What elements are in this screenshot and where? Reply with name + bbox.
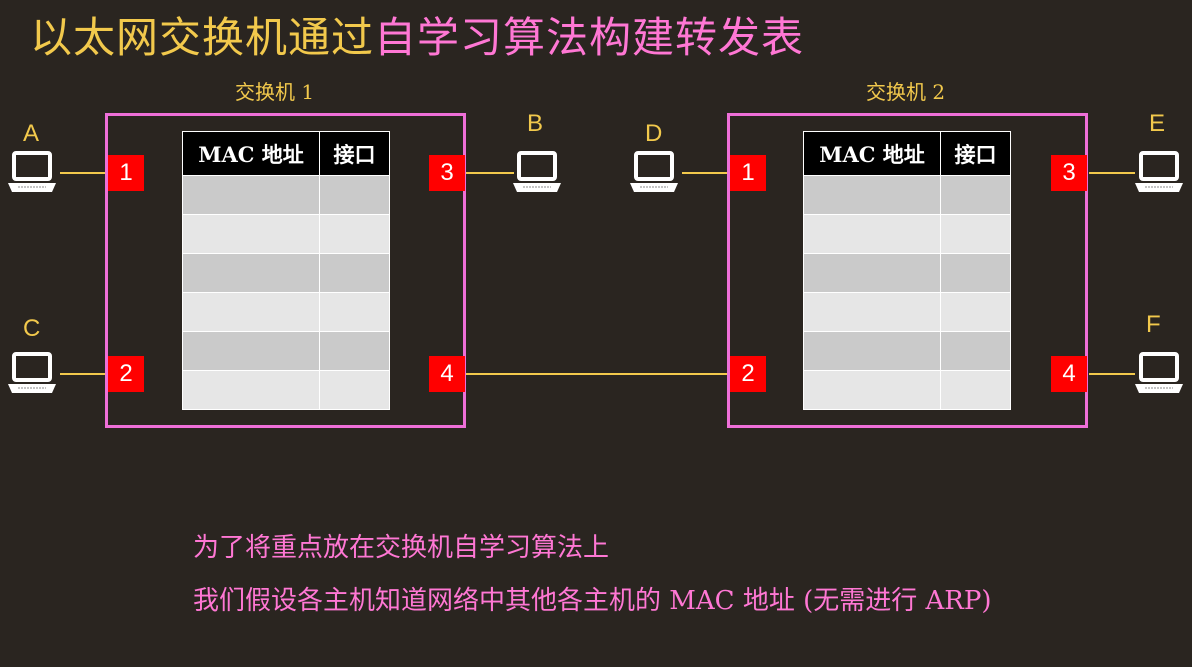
port-column-header: 接口: [940, 131, 1011, 176]
host-a-label: A: [23, 120, 40, 147]
wire-d: [682, 172, 728, 174]
switch-2: [727, 113, 1088, 428]
table-row: [182, 370, 390, 410]
table-row: [803, 253, 1011, 293]
table-row: [803, 175, 1011, 215]
page-title: 以太网交换机通过自学习算法构建转发表: [30, 8, 804, 68]
title-part-2: 自学习算法构建转发表: [374, 13, 805, 62]
note-line-2: 我们假设各主机知道网络中其他各主机的 MAC 地址 (无需进行 ARP): [193, 586, 992, 616]
wire-f: [1089, 373, 1135, 375]
wire-c: [60, 373, 107, 375]
host-f-label: F: [1146, 311, 1161, 338]
table-row: [803, 331, 1011, 371]
host-b-label: B: [527, 110, 544, 137]
laptop-icon: [8, 352, 56, 393]
switch-2-port-2: 2: [730, 356, 766, 392]
switch-2-port-1: 1: [730, 155, 766, 191]
laptop-icon: [1135, 352, 1183, 393]
table-row: [182, 175, 390, 215]
switch-1: [105, 113, 466, 428]
wire-e: [1089, 172, 1135, 174]
switch-1-port-3: 3: [429, 155, 465, 191]
host-c-label: C: [23, 315, 41, 342]
switch-2-port-4: 4: [1051, 356, 1087, 392]
laptop-icon: [8, 151, 56, 192]
title-part-1: 以太网交换机通过: [30, 13, 375, 62]
switch-1-port-4: 4: [429, 356, 465, 392]
switch-1-port-1: 1: [108, 155, 144, 191]
table-row: [803, 214, 1011, 254]
host-d-label: D: [645, 120, 663, 147]
table-row: [803, 292, 1011, 332]
laptop-icon: [1135, 151, 1183, 192]
switch-2-mac-table: MAC 地址 接口: [803, 131, 1011, 410]
table-row: [182, 292, 390, 332]
table-row: [182, 331, 390, 371]
laptop-icon: [630, 151, 678, 192]
host-e-label: E: [1149, 110, 1166, 137]
switch-1-label: 交换机 1: [235, 80, 315, 104]
note-line-1: 为了将重点放在交换机自学习算法上: [193, 533, 610, 563]
switch-2-port-3: 3: [1051, 155, 1087, 191]
switch-2-label: 交换机 2: [866, 80, 946, 104]
wire-b: [466, 172, 514, 174]
wire-switch-link: [466, 373, 728, 375]
switch-1-mac-table: MAC 地址 接口: [182, 131, 390, 410]
table-row: [182, 214, 390, 254]
table-row: [182, 253, 390, 293]
port-column-header: 接口: [319, 131, 390, 176]
wire-a: [60, 172, 107, 174]
mac-column-header: MAC 地址: [182, 131, 320, 176]
mac-column-header: MAC 地址: [803, 131, 941, 176]
switch-1-port-2: 2: [108, 356, 144, 392]
table-row: [803, 370, 1011, 410]
laptop-icon: [513, 151, 561, 192]
